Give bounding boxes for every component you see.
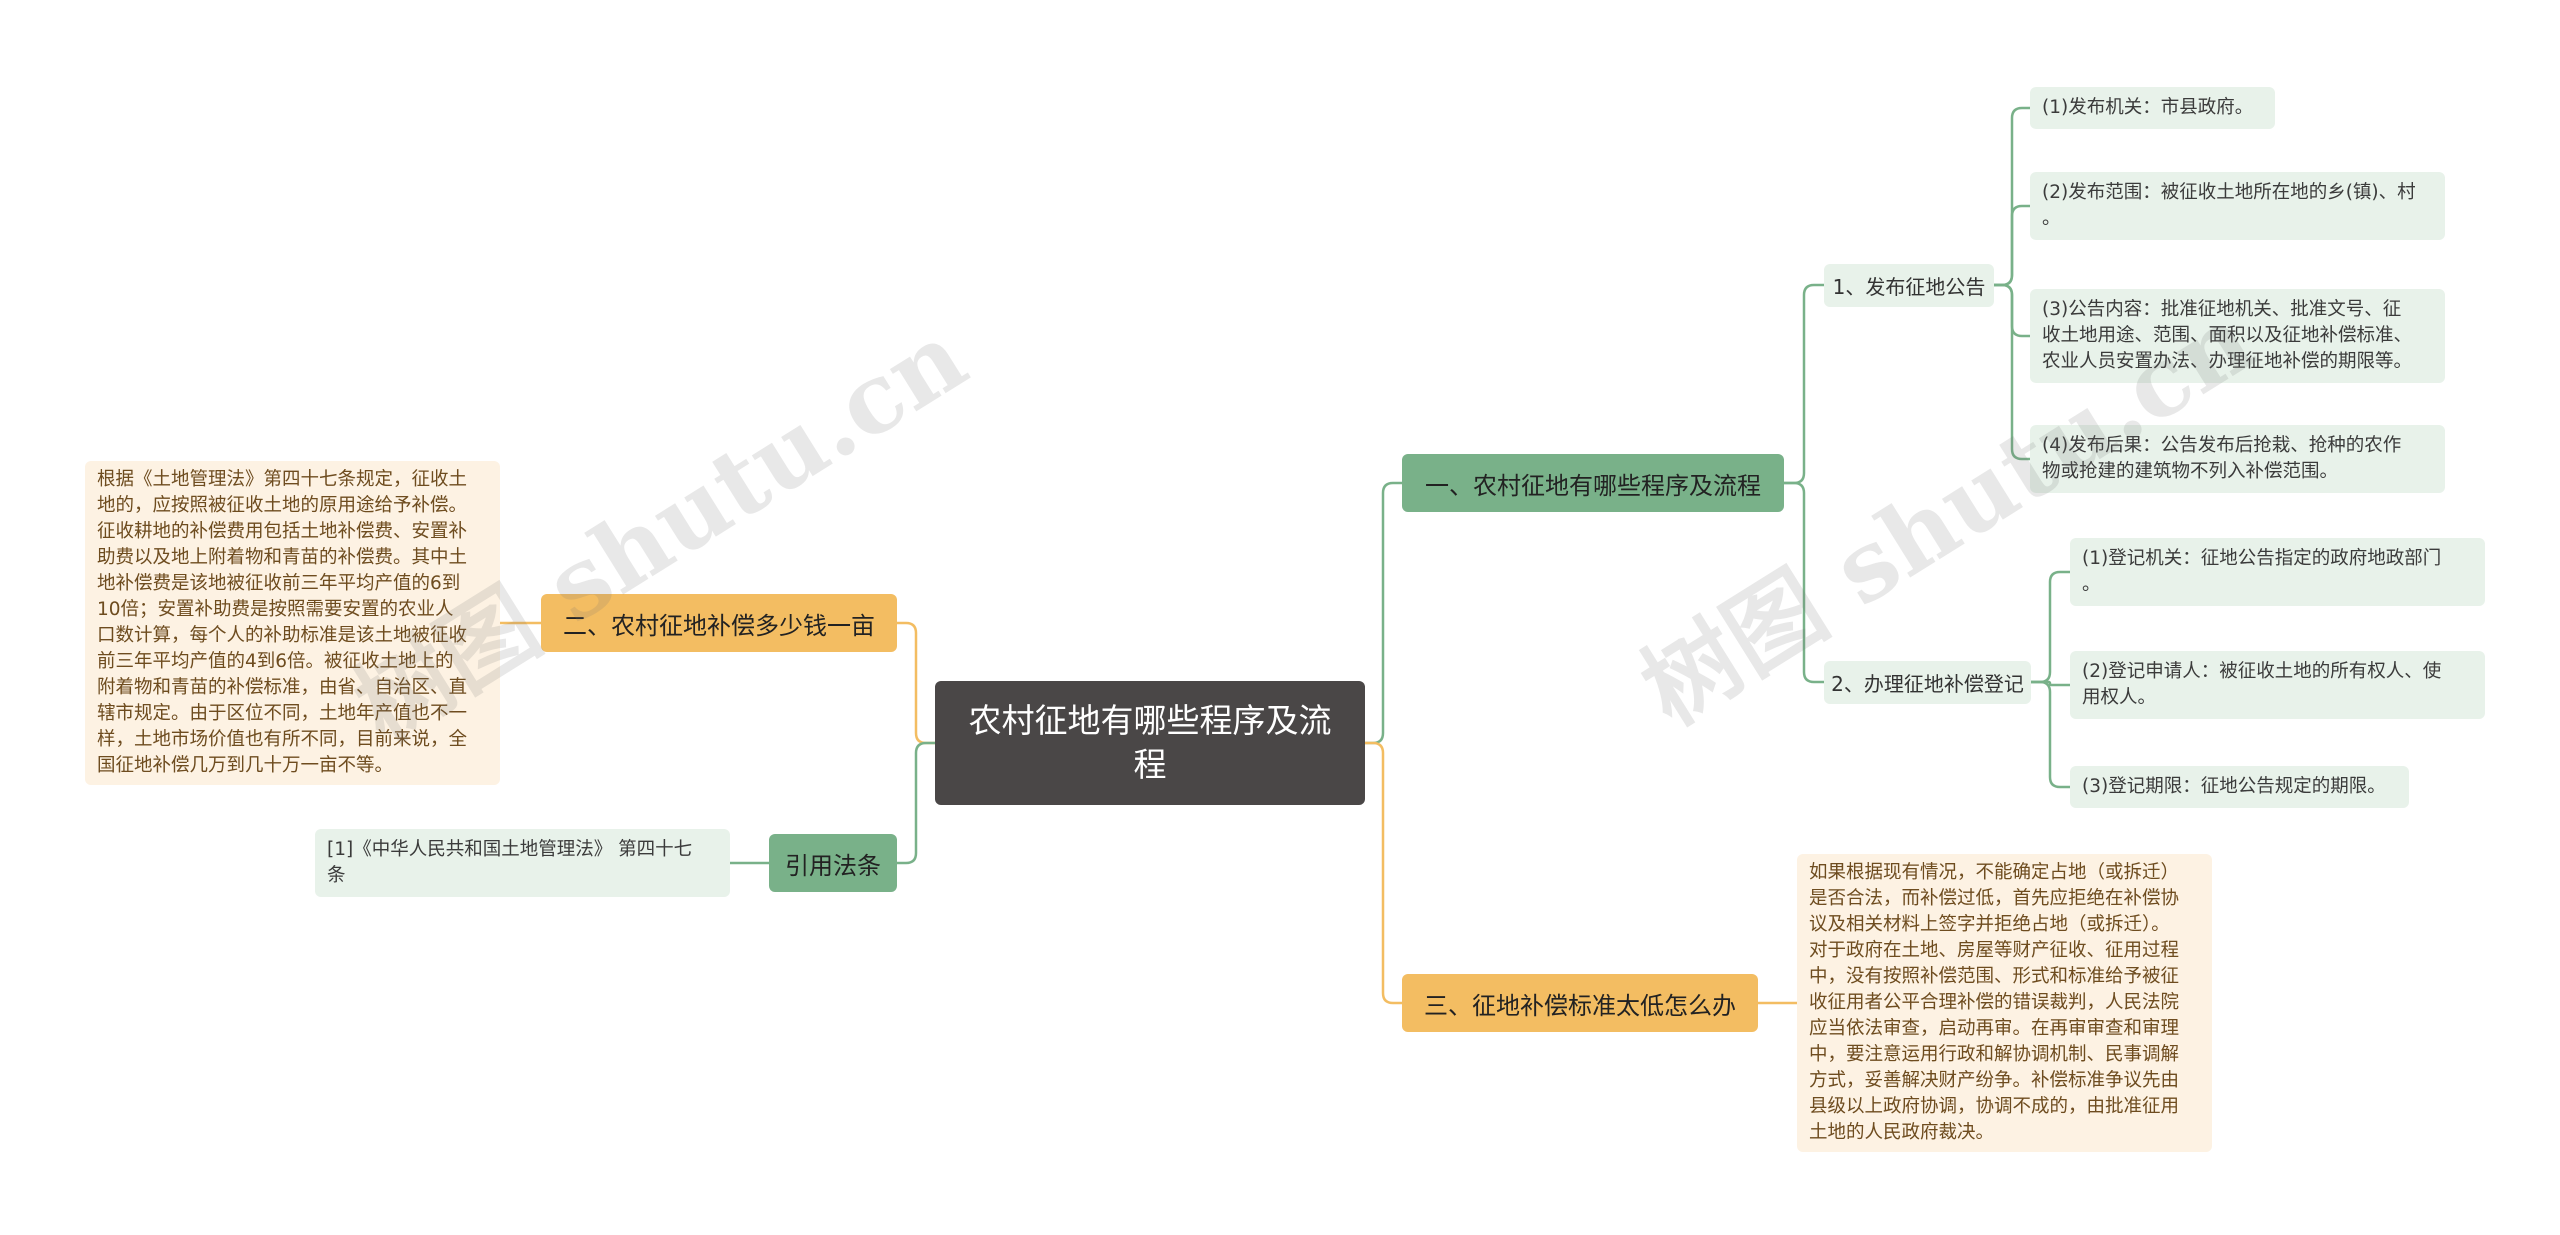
root-topic[interactable]: 农村征地有哪些程序及流 程 [935,681,1365,805]
subtopic-compensation-registration-label: 2、办理征地补偿登记 [1831,672,2024,696]
link-procedures-registration [1782,481,1826,684]
link-root-citation [895,741,937,865]
link-notice-scope [1992,204,2032,287]
link-root-procedures [1363,481,1404,745]
subtopic-compensation-registration[interactable]: 2、办理征地补偿登记 [1824,661,2031,704]
leaf-low-compensation-note[interactable]: 如果根据现有情况，不能确定占地（或拆迁） 是否合法，而补偿过低，首先应拒绝在补偿… [1797,854,2212,1152]
topic-procedures-label: 一、农村征地有哪些程序及流程 [1425,471,1761,500]
link-notice-consequence [1992,283,2032,461]
topic-procedures[interactable]: 一、农村征地有哪些程序及流程 [1402,454,1784,512]
topic-citation[interactable]: 引用法条 [769,834,897,892]
subtopic-publish-notice-label: 1、发布征地公告 [1832,275,1986,299]
link-registration-authority [2029,570,2072,684]
leaf-publish-scope[interactable]: (2)发布范围：被征收土地所在地的乡(镇)、村 。 [2030,172,2445,240]
leaf-compensation-amount-note[interactable]: 根据《土地管理法》第四十七条规定，征收土 地的，应按照被征收土地的原用途给予补偿… [85,461,500,785]
leaf-registration-deadline[interactable]: (3)登记期限：征地公告规定的期限。 [2070,766,2409,808]
topic-compensation-amount-label: 二、农村征地补偿多少钱一亩 [563,611,875,640]
subtopic-publish-notice[interactable]: 1、发布征地公告 [1824,264,1994,307]
link-root-compensation-amount [895,621,937,745]
link-root-low-compensation [1363,741,1404,1005]
link-registration-deadline [2029,680,2072,789]
link-registration-applicant [2029,680,2072,687]
topic-compensation-amount[interactable]: 二、农村征地补偿多少钱一亩 [541,594,897,652]
leaf-citation-law[interactable]: [1]《中华人民共和国土地管理法》 第四十七 条 [315,829,730,897]
root-topic-text: 农村征地有哪些程序及流 程 [968,701,1332,784]
leaf-notice-content[interactable]: (3)公告内容：批准征地机关、批准文号、征 收土地用途、范围、面积以及征地补偿标… [2030,289,2445,383]
link-procedures-publish-notice [1782,283,1826,485]
leaf-publish-consequence[interactable]: (4)发布后果：公告发布后抢栽、抢种的农作 物或抢建的建筑物不列入补偿范围。 [2030,425,2445,493]
topic-low-compensation-label: 三、征地补偿标准太低怎么办 [1424,991,1736,1020]
leaf-registration-applicant[interactable]: (2)登记申请人：被征收土地的所有权人、使 用权人。 [2070,651,2485,719]
topic-low-compensation[interactable]: 三、征地补偿标准太低怎么办 [1402,974,1758,1032]
leaf-publish-authority[interactable]: (1)发布机关：市县政府。 [2030,87,2275,129]
leaf-registration-authority[interactable]: (1)登记机关：征地公告指定的政府地政部门 。 [2070,538,2485,606]
topic-citation-label: 引用法条 [785,851,881,880]
